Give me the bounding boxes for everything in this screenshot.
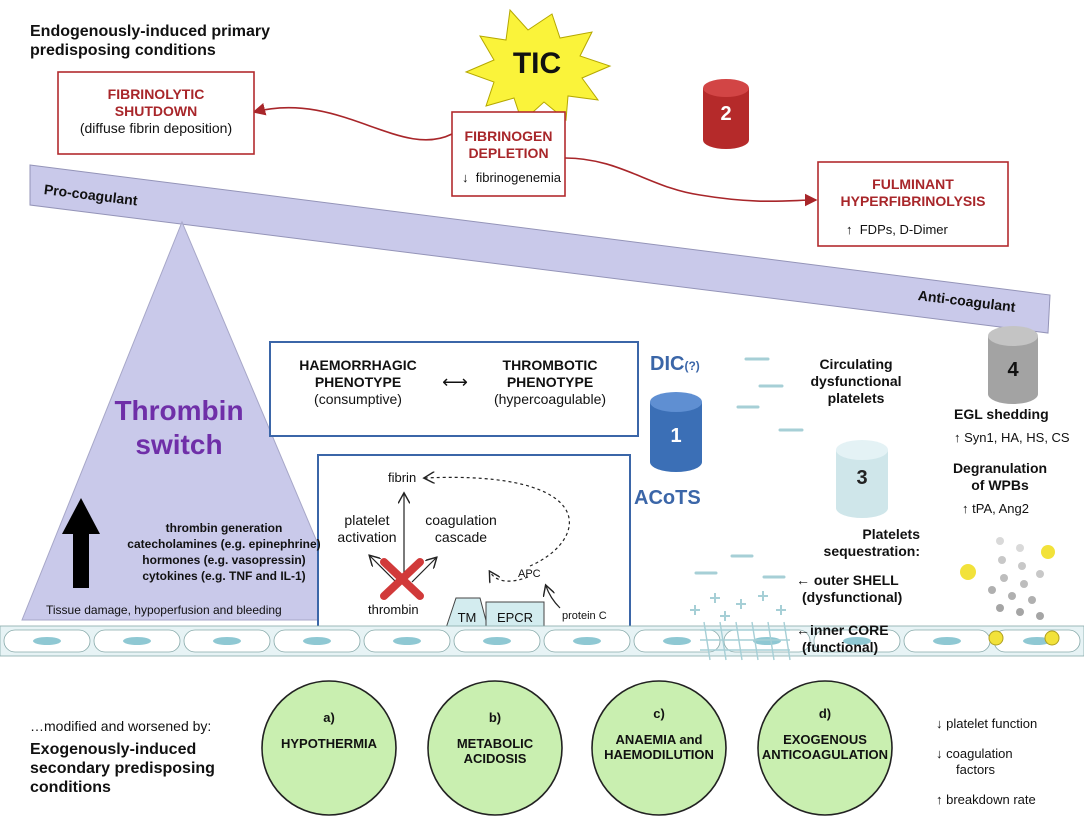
effect-platelet-function: ↓ platelet function [936, 716, 1038, 731]
thrombin-triangle [21, 220, 351, 621]
up-arrow-icon: ↑ [954, 430, 961, 445]
apc-label: APC [518, 568, 541, 580]
fibrinolytic-box [57, 71, 255, 155]
down-arrow-icon: ↓ [936, 716, 943, 731]
primary-conditions-heading: Endogenously-induced primary predisposin… [30, 23, 271, 60]
phenotype-box [269, 341, 639, 437]
platelet-cluster [690, 591, 786, 621]
tic-starburst [464, 8, 612, 123]
circle-hypothermia: a) HYPOTHERMIA [280, 710, 378, 751]
protein-c-label: protein C [562, 610, 607, 622]
modified-by-text: …modified and worsened by: [30, 718, 212, 734]
cylinder-2-label: 2 [720, 103, 732, 125]
seesaw-beam [29, 164, 1051, 334]
acots-label: ACoTS [634, 487, 701, 509]
circulating-platelets-label: Circulating dysfunctional platelets [810, 356, 902, 406]
factor-item: hormones (e.g. vasopressin) [142, 553, 306, 567]
fibrinogen-depletion: FIBRINOGEN DEPLETION [464, 128, 553, 161]
platelet-core-mesh [700, 621, 791, 661]
phenotype-swap-icon: ⟷ [442, 372, 468, 392]
secondary-circles [261, 680, 893, 816]
egl-shedding-title: EGL shedding [954, 406, 1049, 422]
hyperfibrinolysis-sub: ↑ FDPs, D-Dimer [846, 222, 948, 237]
effect-coagulation-factors: ↓ coagulation factors [936, 746, 1013, 777]
thrombin-label: thrombin [368, 602, 419, 617]
outer-shell-label: ← outer SHELL (dysfunctional) [796, 572, 903, 605]
circle-anaemia: c) ANAEMIA and HAEMODILUTION [604, 706, 714, 763]
degranulation-sub: ↑ tPA, Ang2 [962, 501, 1029, 516]
epcr-receptor [485, 601, 545, 628]
epcr-label: EPCR [496, 610, 534, 625]
fibrin-label: fibrin [388, 470, 417, 485]
thrombin-factors: thrombin generation catecholamines (e.g.… [104, 520, 344, 584]
down-arrow-icon: ↓ [462, 170, 469, 185]
cylinder-4-label: 4 [1007, 359, 1019, 381]
arrow-to-shutdown [252, 103, 453, 141]
tic-label: TIC [512, 47, 562, 80]
cylinder-3 [836, 440, 888, 518]
coagulation-cascade-label: coagulation cascade [425, 512, 497, 545]
platelet-activation-label: platelet activation [337, 512, 397, 545]
endothelium-layer [0, 625, 1084, 657]
thrombin-switch-title: Thrombin switch [114, 395, 244, 460]
cylinder-1 [650, 392, 702, 472]
cascade-arrows [370, 477, 570, 609]
inner-core-label: ←inner CORE (functional) [796, 622, 889, 655]
effect-breakdown-rate: ↑ breakdown rate [936, 792, 1036, 807]
arrow-to-hyperfibrinolysis [564, 157, 818, 207]
thrombotic-phenotype: THROMBOTIC PHENOTYPE (hypercoagulable) [493, 357, 607, 407]
platelets-sequestration-label: Platelets sequestration: [823, 526, 920, 559]
cylinder-1-label: 1 [670, 425, 682, 447]
fibrinogen-box [451, 111, 566, 197]
fulminant-hyperfibrinolysis: FULMINANT HYPERFIBRINOLYSIS [840, 176, 986, 209]
tm-label: TM [457, 610, 477, 625]
cylinder-4 [988, 326, 1038, 404]
haemorrhagic-phenotype: HAEMORRHAGIC PHENOTYPE (consumptive) [299, 357, 417, 407]
cylinder-3-label: 3 [856, 467, 868, 489]
fibrinogen-sub: ↓ fibrinogenemia [462, 170, 562, 185]
thrombin-base-text: Tissue damage, hypoperfusion and bleedin… [46, 603, 282, 617]
egl-shedding-sub: ↑ Syn1, HA, HS, CS [954, 430, 1070, 445]
down-arrow-icon: ↓ [936, 746, 943, 761]
factor-item: catecholamines (e.g. epinephrine) [127, 537, 321, 551]
up-arrow-icon: ↑ [936, 792, 943, 807]
degranulation-title: Degranulation of WPBs [952, 460, 1048, 493]
circulating-platelets [694, 357, 804, 579]
thrombin-up-arrow [62, 498, 100, 588]
secondary-conditions-heading: Exogenously-induced secondary predisposi… [30, 741, 215, 797]
wpb-granules [960, 537, 1060, 646]
factor-item: thrombin generation [165, 521, 283, 535]
hyperfibrinolysis-box [817, 161, 1009, 247]
up-arrow-icon: ↑ [962, 501, 969, 516]
circle-anticoagulation: d) EXOGENOUS ANTICOAGULATION [761, 706, 889, 763]
factor-item: cytokines (e.g. TNF and IL-1) [142, 569, 306, 583]
circle-metabolic-acidosis: b) METABOLIC ACIDOSIS [456, 710, 534, 767]
inhibition-x-icon [380, 558, 424, 600]
dic-label: DIC(?) [650, 353, 700, 375]
fibrinolytic-shutdown: FIBRINOLYTIC SHUTDOWN (diffuse fibrin de… [79, 86, 233, 136]
up-arrow-icon: ↑ [846, 222, 853, 237]
cylinder-2 [703, 79, 749, 149]
